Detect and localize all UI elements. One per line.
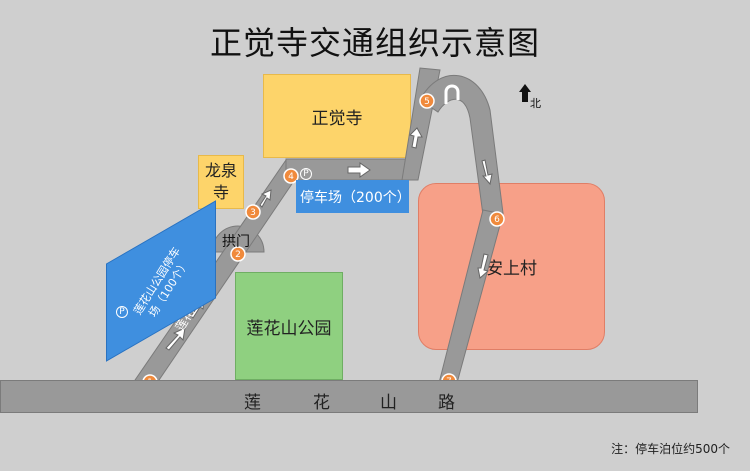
road-char-4: 路: [438, 393, 455, 413]
temple-label: 正觉寺: [311, 108, 363, 129]
lianhuashan-park-area: 莲花山公园: [235, 272, 343, 380]
node-5: [419, 93, 435, 109]
gate-label: 拱门: [222, 234, 250, 250]
village-label: 安上村: [486, 259, 537, 279]
diagram-title: 正觉寺交通组织示意图: [209, 24, 540, 62]
node-4: [283, 168, 299, 184]
arrow-7: [477, 253, 490, 279]
zhengjue-temple-area: 正觉寺: [263, 74, 411, 158]
road-char-1: 莲: [244, 393, 261, 413]
anshang-road: [438, 209, 504, 384]
node-6-label: 6: [494, 215, 500, 225]
longquan-label-line2: 寺: [212, 183, 229, 202]
road-char-3: 山: [380, 393, 397, 413]
u-turn-icon: [444, 84, 460, 104]
node-3-label: 3: [250, 208, 256, 218]
road-char-2: 花: [313, 393, 330, 413]
anshang-village-area: 安上村: [418, 183, 605, 350]
longquan-label-line1: 龙泉: [204, 161, 237, 180]
longquan-temple-area: 龙泉 寺: [198, 155, 244, 209]
lianhuashan-road: [0, 380, 698, 413]
node-5-label: 5: [424, 97, 430, 107]
parking-icon-1: P: [116, 306, 128, 318]
park-label: 莲花山公园: [246, 318, 332, 339]
node-3: [245, 204, 261, 220]
north-label: 北: [530, 97, 541, 110]
parking-lot-1-text: 莲花山公园停车 场（100个）: [118, 245, 208, 320]
arrow-6: [481, 159, 493, 186]
arrow-4: [347, 162, 371, 178]
loop-road: [419, 74, 504, 216]
node-2-label: 2: [235, 250, 241, 260]
arrow-3: [259, 189, 272, 208]
north-arrow-icon: [519, 84, 531, 102]
parking-lot-4: P 停车场（200个）: [296, 168, 411, 213]
parking-lot-4-label: 停车场（200个）: [300, 189, 411, 206]
arrow-1: [165, 327, 186, 351]
node-4-label: 4: [288, 172, 294, 182]
parking-note: 注：停车泊位约500个: [611, 442, 730, 456]
parking-icon: P: [300, 168, 312, 180]
node-6: [489, 211, 505, 227]
arrow-5: [409, 127, 423, 149]
node-2: [230, 246, 246, 262]
